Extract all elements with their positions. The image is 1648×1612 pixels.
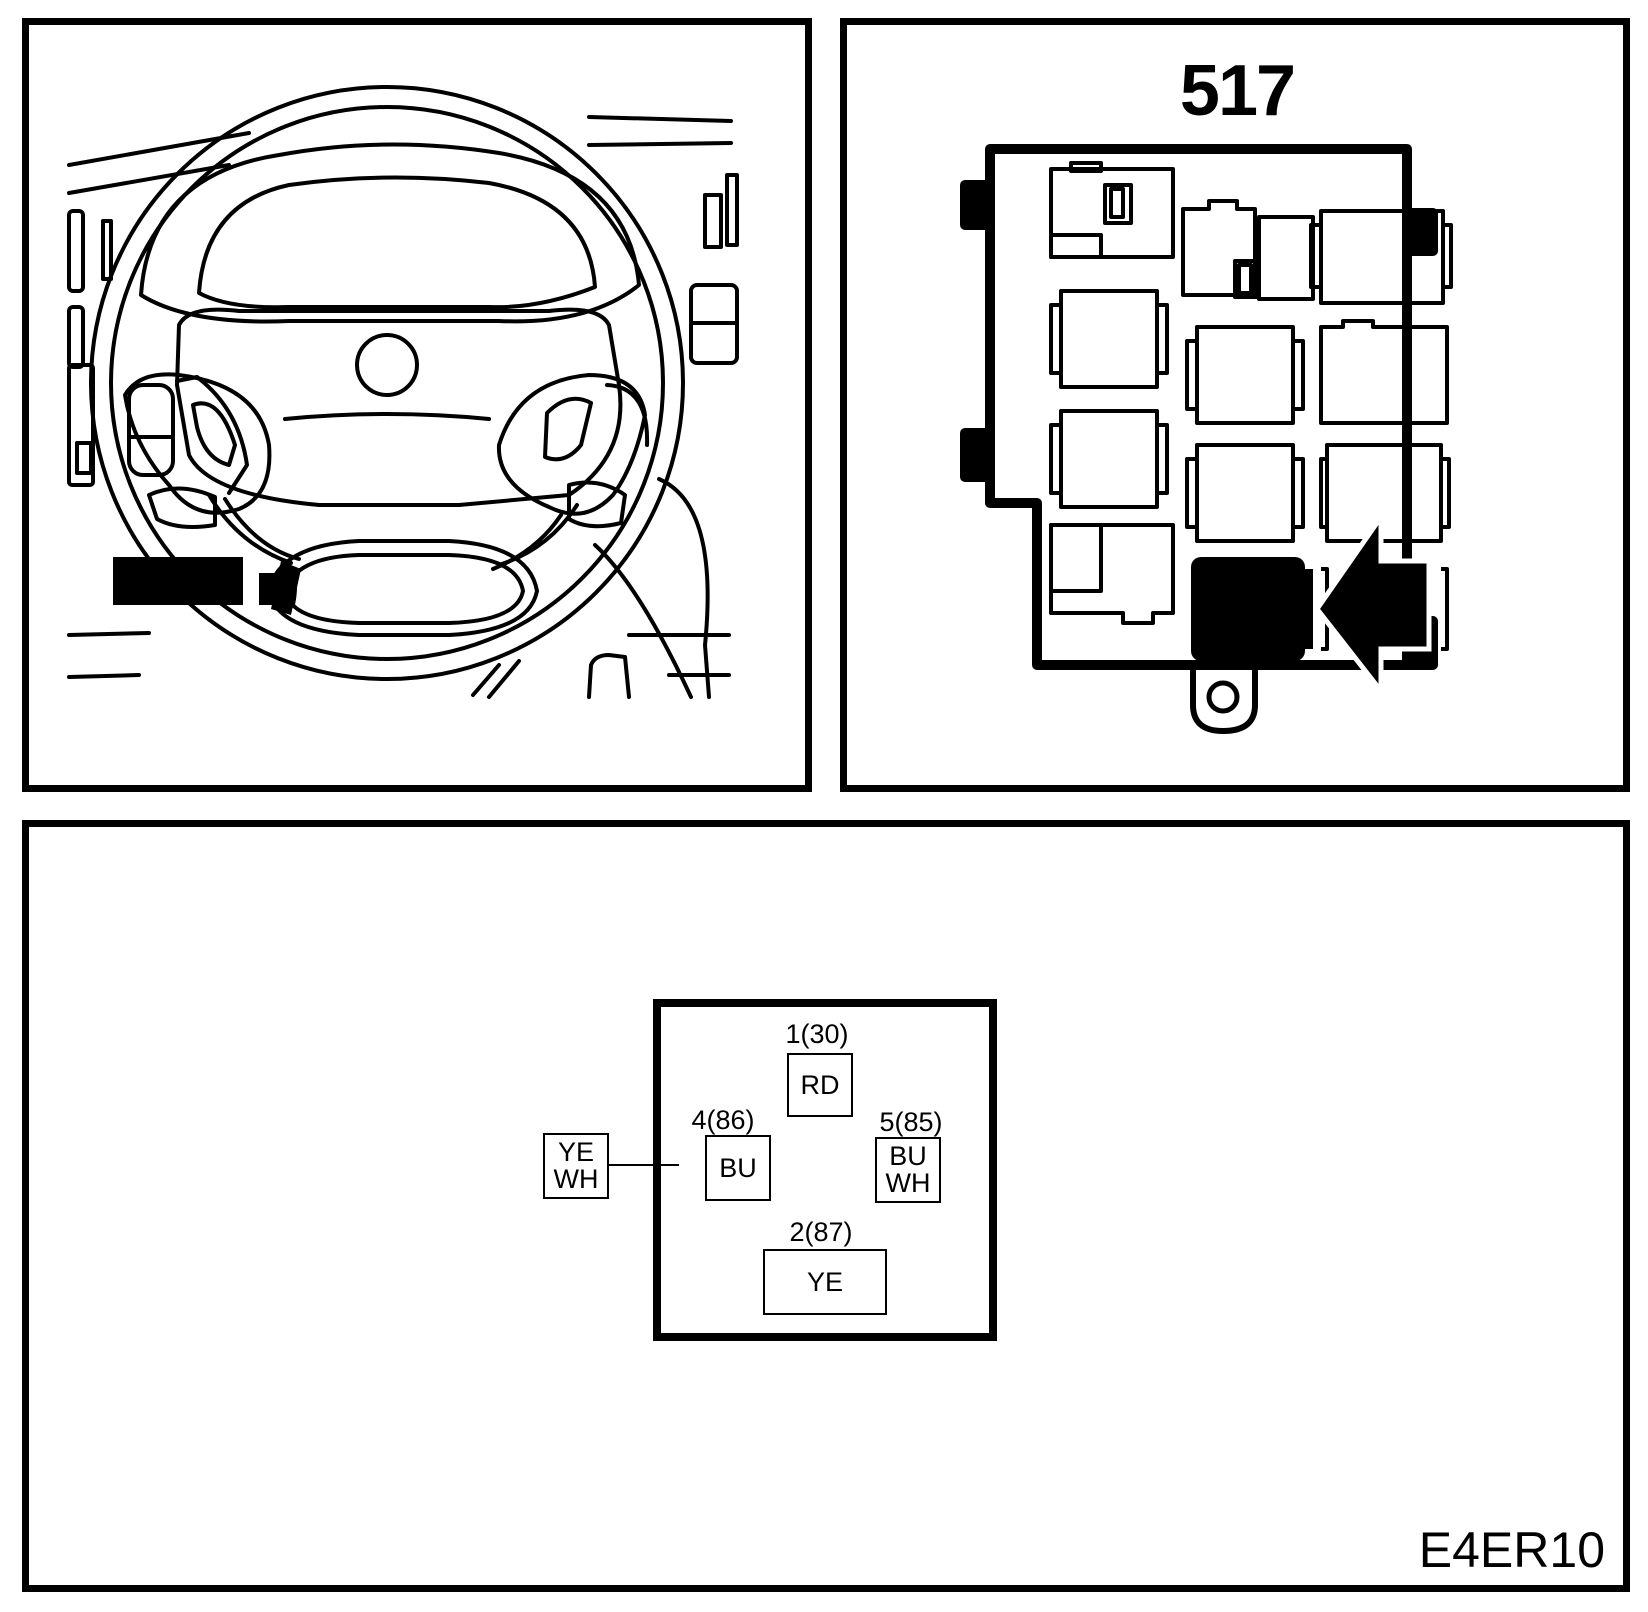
fuse-box-number: 517 <box>1179 51 1296 131</box>
pin4-label: 4(86) <box>691 1105 755 1135</box>
fuse-box-panel: 517 <box>840 18 1630 792</box>
relay-pinout-panel: 1(30) RD 4(86) BU 5(85) BU WH 2(87) YE Y… <box>22 820 1630 1592</box>
pin1-wire-box: RD <box>787 1053 853 1117</box>
fuse-box-drawing <box>960 144 1453 734</box>
image-code: E4ER10 <box>1418 1522 1605 1578</box>
pin1-wire-color: RD <box>800 1069 840 1100</box>
pin2-wire-box: YE <box>763 1249 887 1315</box>
relay-pinout-drawing <box>595 999 997 1341</box>
steering-wheel-panel <box>22 18 812 792</box>
pin5-label: 5(85) <box>879 1107 943 1137</box>
pin4-wire-color: BU <box>719 1152 757 1183</box>
external-wire-box: YE WH <box>543 1133 609 1199</box>
external-wire-color-2: WH <box>553 1164 599 1194</box>
external-wire-color-1: YE <box>557 1137 595 1167</box>
pin2-label: 2(87) <box>789 1217 853 1247</box>
pin1-label: 1(30) <box>785 1019 849 1049</box>
pin5-wire-box: BU WH <box>875 1137 941 1203</box>
pin5-wire-color-1: BU <box>889 1141 927 1171</box>
pin4-wire-box: BU <box>705 1135 771 1201</box>
pin5-wire-color-2: WH <box>885 1168 931 1198</box>
pin2-wire-color: YE <box>806 1266 844 1297</box>
relay-outline <box>653 999 997 1341</box>
steering-wheel-drawing <box>67 85 739 699</box>
